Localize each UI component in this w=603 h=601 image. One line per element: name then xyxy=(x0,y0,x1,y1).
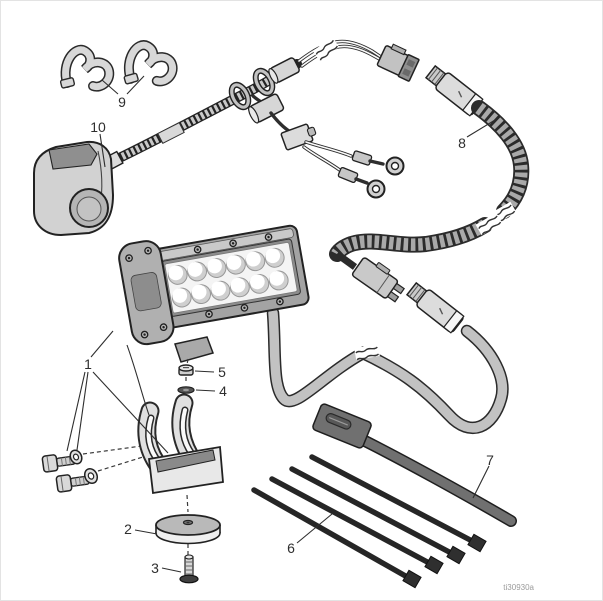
coil-plug-connector xyxy=(351,257,405,303)
spring-clip xyxy=(59,44,115,92)
spring-clip xyxy=(123,40,178,87)
inline-fuse-box xyxy=(280,123,317,151)
shaft-sleeve xyxy=(157,121,185,145)
callout-3: 3 xyxy=(151,560,159,576)
callout-8: 8 xyxy=(458,135,466,151)
leader-lines xyxy=(66,75,496,573)
clamp-ring xyxy=(252,67,276,97)
coupler-cylinder xyxy=(268,57,300,84)
terminal-sleeve xyxy=(337,166,359,184)
callouts: 1 2 3 4 5 6 7 8 9 10 xyxy=(84,94,494,576)
flange-nut xyxy=(178,364,194,376)
mounting-foot xyxy=(174,336,214,363)
end-cap xyxy=(118,240,175,346)
callout-9: 9 xyxy=(118,94,126,110)
callout-5: 5 xyxy=(218,364,226,380)
callout-6: 6 xyxy=(287,540,295,556)
ring-terminal xyxy=(385,156,405,176)
cable-barrel-connector xyxy=(405,281,465,334)
lock-washer xyxy=(177,386,195,394)
terminal-sleeve xyxy=(351,150,373,166)
ring-terminal xyxy=(366,179,386,199)
harness-assembly xyxy=(33,36,420,237)
callout-7: 7 xyxy=(486,452,494,468)
callout-2: 2 xyxy=(124,521,132,537)
callout-10: 10 xyxy=(90,119,106,135)
mounting-bracket xyxy=(137,393,224,495)
coiled-cable xyxy=(329,64,530,303)
callout-1: 1 xyxy=(84,356,92,372)
coupler-cylinder xyxy=(248,93,285,124)
base-screw xyxy=(179,554,199,584)
flat-washer xyxy=(69,449,83,465)
cable-ties xyxy=(251,454,487,589)
figure-code: ti30930a xyxy=(503,583,534,592)
magnet-base-disc xyxy=(155,514,221,545)
light-bar-cable xyxy=(266,281,509,435)
harness-two-pin-connector xyxy=(376,43,420,82)
sensor-head xyxy=(33,140,124,237)
led-light-bar xyxy=(118,224,310,346)
clamp-ring xyxy=(228,81,252,111)
velcro-strap xyxy=(312,403,517,527)
hex-bolt xyxy=(55,474,90,493)
spring-clip-pair xyxy=(59,40,178,92)
flat-washer xyxy=(83,467,99,485)
callout-4: 4 xyxy=(219,383,227,399)
